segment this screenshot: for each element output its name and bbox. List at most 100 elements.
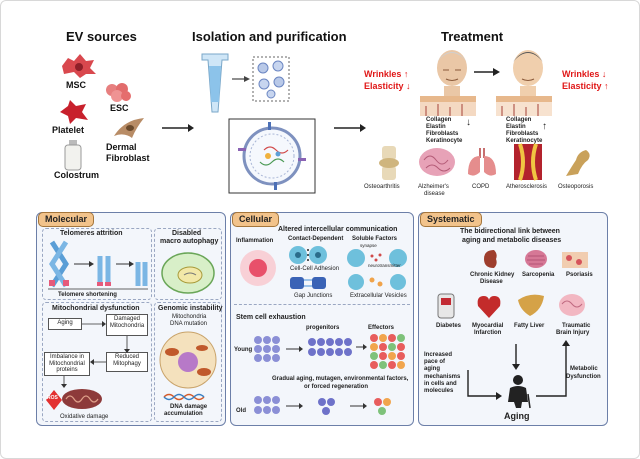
genomic-title: Genomic instability	[158, 305, 223, 312]
inflamed-cell-icon	[240, 250, 276, 286]
autophagy-subpanel	[154, 228, 222, 300]
ckd-line1: Chronic Kidney	[470, 272, 515, 278]
heart-icon	[477, 296, 501, 318]
osteoarthritis-label: Osteoarthritis	[364, 184, 400, 190]
tbi-line2: Brain Injury	[556, 330, 590, 336]
arrow-aged-to-treated	[474, 68, 500, 76]
molecular-title: Molecular	[38, 212, 95, 227]
aged-skin-section-icon	[420, 96, 476, 116]
synapse-label: synapse	[360, 243, 377, 248]
aging-box: Aging	[48, 318, 82, 330]
diabetes-label: Diabetes	[436, 323, 462, 329]
gap-junctions-icon	[290, 277, 326, 289]
wrinkles-up-label: Wrinkles ↑	[364, 69, 409, 79]
esc-cluster-icon	[106, 83, 131, 102]
keratinocyte-label-aged: Keratinocyte	[426, 137, 463, 144]
colostrum-bottle-icon	[64, 140, 82, 171]
arrow-isolation-to-treatment	[334, 124, 366, 132]
ckd-line2: Disease	[480, 279, 503, 285]
increased-line2: pace of	[424, 359, 446, 366]
purified-evs-icon	[252, 56, 290, 102]
elastin-label-aged: Elastin	[426, 123, 446, 130]
aging-cycle-arrows	[467, 340, 570, 400]
atherosclerosis-label: Atherosclerosis	[506, 184, 548, 190]
fibroblast-icon	[114, 118, 144, 138]
esc-label: ESC	[110, 103, 129, 113]
keratinocyte-label-treated: Keratinocyte	[506, 137, 543, 144]
progenitors-label: progenitors	[306, 325, 340, 331]
psoriasis-label: Psoriasis	[566, 272, 593, 278]
mito-dna-line2: DNA mutation	[170, 321, 208, 327]
old-stem-cells	[254, 396, 391, 415]
synapse-icon	[347, 249, 407, 267]
extracellular-vesicles-icon	[348, 274, 406, 290]
platelet-label: Platelet	[52, 125, 85, 135]
bone-icon	[566, 150, 590, 176]
artery-icon	[514, 143, 542, 181]
altered-communication-title: Altered intercellular communication	[278, 226, 398, 233]
lungs-icon	[468, 148, 496, 176]
sarcopenia-label: Sarcopenia	[522, 272, 555, 278]
oxidative-damage-label: Oxidative damage	[60, 414, 109, 420]
cellular-title: Cellular	[232, 212, 280, 227]
aged-face-icon	[437, 50, 467, 98]
arrow-sources-to-isolation	[162, 124, 194, 132]
autophagy-title-line2: macro autophagy	[160, 238, 219, 245]
extracellular-vesicles-label: Extracellular Vesicles	[350, 293, 407, 299]
dna-damage-line1: DNA damage	[170, 404, 208, 410]
young-stem-cells	[254, 334, 405, 369]
brain-icon	[419, 148, 455, 176]
arrow-tube-to-sample	[232, 76, 250, 82]
elderly-person-icon	[508, 375, 531, 409]
mito-flow-arrows	[61, 321, 130, 388]
tbi-line1: Traumatic	[562, 323, 591, 329]
aged-skin-list: Collagen Elastin Fibroblasts Keratinocyt…	[426, 117, 462, 145]
muscle-icon	[525, 250, 547, 268]
systematic-title: Systematic	[420, 212, 482, 227]
inflammation-label: Inflammation	[236, 238, 274, 244]
msc-cell-icon	[62, 54, 96, 78]
kidney-icon	[484, 250, 497, 268]
mito-dysfunction-title: Mitochondrial dysfunction	[52, 305, 140, 312]
metabolic-line2: Dysfunction	[566, 374, 601, 380]
treated-skin-list: Collagen Elastin Fibroblasts Keratinocyt…	[506, 117, 542, 145]
increased-line1: Increased	[424, 352, 453, 358]
old-label: Old	[236, 408, 246, 414]
metabolic-line1: Metabolic	[570, 366, 598, 372]
dermal-label: Dermal	[106, 142, 137, 152]
chromosome-illustration	[48, 240, 148, 290]
disease-label: disease	[424, 191, 445, 197]
stem-cell-exhaustion-title: Stem cell exhaustion	[236, 314, 306, 321]
osteoporosis-label: Osteoporosis	[558, 184, 594, 190]
gradual-aging-line2: or forced regeneration	[304, 384, 369, 390]
fatty-liver-label: Fatty Liver	[514, 323, 545, 329]
glucose-meter-icon	[437, 293, 455, 319]
gap-junctions-label: Gap Junctions	[294, 293, 333, 299]
fibroblast-label: Fibroblast	[106, 153, 150, 163]
mi-line1: Myocardial	[472, 323, 504, 329]
telomeres-subpanel	[42, 228, 152, 300]
effectors-label: Effectors	[368, 325, 395, 331]
liver-icon	[518, 294, 544, 316]
genomic-subpanel	[154, 302, 222, 422]
elastin-label-treated: Elastin	[506, 123, 526, 130]
increased-line4: mechanisms	[424, 373, 461, 380]
msc-label: MSC	[66, 80, 86, 90]
fibroblasts-label-treated: Fibroblasts	[506, 130, 539, 137]
elasticity-down-label: Elasticity ↓	[364, 81, 411, 91]
ev-sources-title: EV sources	[66, 29, 137, 44]
collagen-label-aged: Collagen	[426, 117, 452, 123]
cell-nucleus-icon	[159, 331, 217, 389]
centrifuge-tube-icon	[201, 53, 229, 113]
wrinkles-down-label: Wrinkles ↓	[562, 69, 607, 79]
young-label: Young	[234, 347, 253, 353]
increased-line5: in cells and	[424, 380, 457, 387]
mitochondrion-ros-icon	[46, 389, 102, 410]
colostrum-label: Colostrum	[54, 170, 99, 180]
dna-helix-icon	[163, 393, 205, 401]
autophagy-title-line1: Disabled	[172, 230, 202, 237]
increased-line3: aging	[424, 366, 440, 373]
mito-dna-line1: Mitochondria	[172, 314, 207, 320]
damaged-mito-box: Damaged Mitochondria	[106, 314, 148, 336]
platelet-icon	[60, 100, 88, 124]
